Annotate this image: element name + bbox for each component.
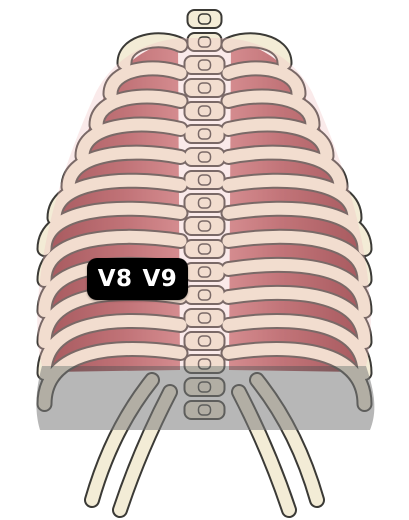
lower-grey-overlay [36, 366, 374, 430]
lead-label-badge: V8 V9 [87, 258, 188, 300]
vertebra [188, 10, 222, 28]
lead-v9-label: V9 [143, 268, 178, 291]
upper-overlay [37, 38, 371, 366]
lead-v8-label: V8 [98, 268, 133, 291]
